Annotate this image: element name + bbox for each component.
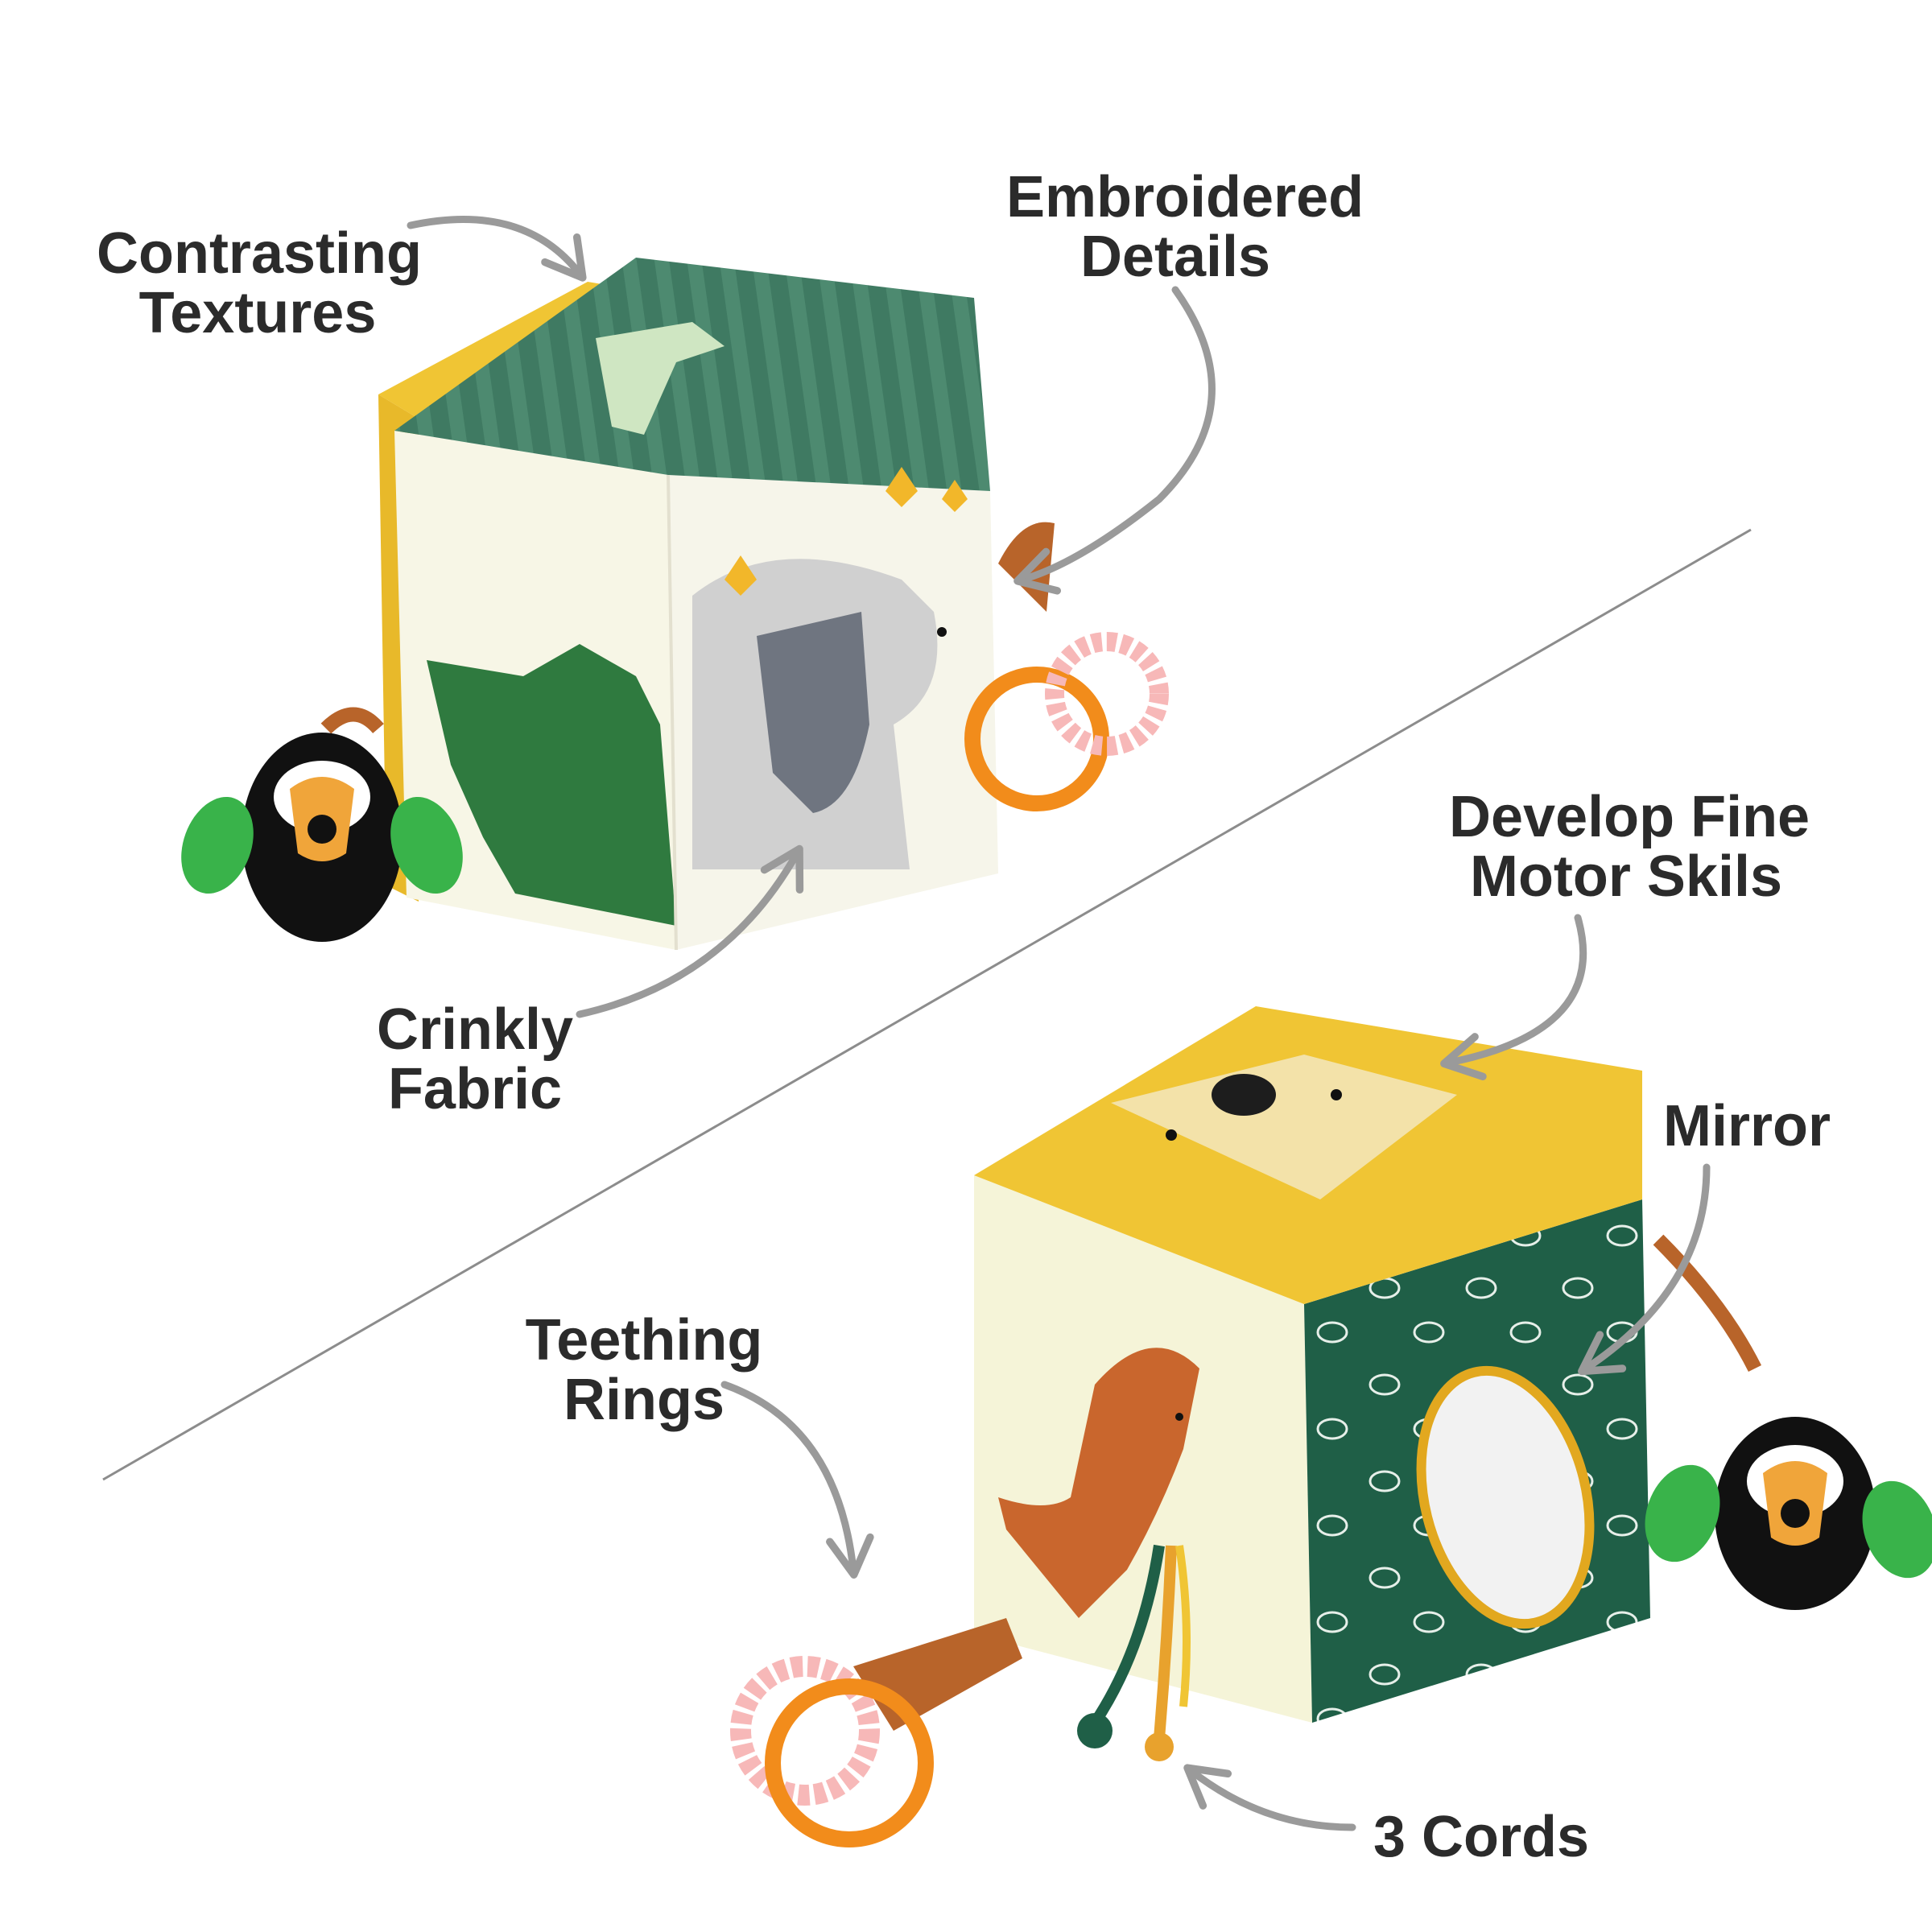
teething-rings-cube2 [730, 1618, 1022, 1847]
label-line: Teething [525, 1308, 763, 1373]
label-line: Details [1080, 225, 1271, 289]
pink-teething-ring [1045, 632, 1169, 756]
label-line: Motor Skils [1469, 844, 1783, 909]
arrow-icon [1578, 1163, 1711, 1376]
label-contrasting-textures: Contrasting Textures [97, 221, 422, 345]
mirror-icon [1416, 1365, 1595, 1629]
arrow-icon [407, 216, 587, 282]
divider-line [102, 528, 1752, 1481]
label-line: 3 Cords [1373, 1805, 1590, 1869]
label-line: Fabric [387, 1057, 563, 1121]
elephant-applique [692, 559, 947, 869]
arrow-icon [720, 1381, 874, 1579]
embroidered-bird [596, 322, 724, 435]
arrow-icon [576, 844, 804, 1018]
arrow-icon [1183, 1764, 1356, 1831]
arrow-icon [1440, 914, 1587, 1081]
label-3-cords: 3 Cords [1360, 1807, 1602, 1867]
label-mirror: Mirror [1642, 1096, 1852, 1156]
label-develop-fine-motor: Develop Fine Motor Skils [1449, 785, 1810, 909]
label-line: Mirror [1662, 1094, 1831, 1158]
label-line: Textures [138, 281, 377, 345]
label-teething-rings: Teething Rings [515, 1311, 773, 1430]
koala-face-icon [1111, 1055, 1457, 1199]
label-embroidered-details: Embroidered Details [1006, 165, 1364, 289]
label-crinkly-fabric: Crinkly Fabric [354, 1000, 596, 1119]
three-cords [1077, 1544, 1191, 1761]
giraffe-icon [998, 1348, 1199, 1618]
arrow-icon [1013, 286, 1216, 595]
label-line: Contrasting [97, 221, 422, 286]
label-line: Crinkly [376, 997, 574, 1062]
label-line: Develop Fine [1449, 785, 1810, 849]
orange-teething-ring [765, 1678, 934, 1847]
activity-cube-back [974, 1006, 1650, 1723]
elephant-ear [757, 612, 869, 813]
label-line: Embroidered [1006, 165, 1364, 229]
toucan-toy-icon [181, 707, 463, 942]
activity-cube-front [378, 258, 998, 951]
corduroy-top [394, 258, 990, 491]
toucan-toy-icon [1645, 1234, 1932, 1610]
palm-leaf-applique [427, 644, 676, 926]
label-line: Rings [563, 1368, 724, 1432]
pink-teething-ring [730, 1656, 880, 1806]
